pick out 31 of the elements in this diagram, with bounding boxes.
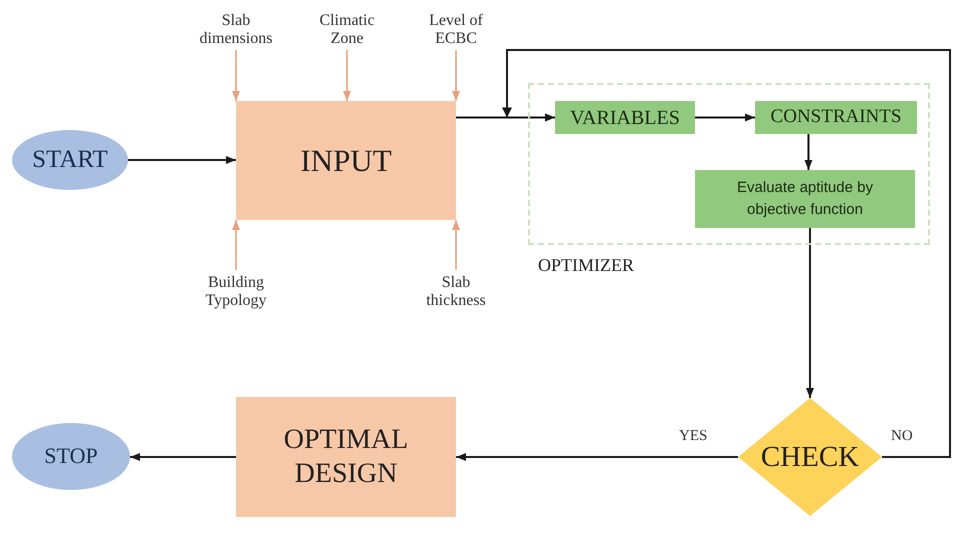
box-label: OPTIMAL DESIGN [282, 423, 410, 491]
step-box [755, 101, 917, 134]
step-label: Evaluate aptitude by objective function [736, 178, 874, 220]
arrow [806, 228, 814, 398]
parameter-label: Slab dimensions [186, 10, 286, 50]
decision-diamond [738, 398, 882, 516]
parameter-label: Building Typology [188, 270, 284, 314]
box-label: INPUT [300, 142, 392, 180]
terminal-label: STOP [44, 443, 98, 470]
step-box [695, 170, 915, 228]
process-box [236, 397, 456, 517]
terminal-label: START [32, 145, 108, 175]
step-label: VARIABLES [570, 106, 680, 130]
step-label: CONSTRAINTS [770, 106, 902, 129]
arrow [695, 114, 755, 122]
arrow [804, 134, 812, 170]
decision-label: CHECK [760, 440, 860, 474]
arrow [343, 50, 351, 101]
parameter-label: Climatic Zone [305, 10, 389, 50]
arrow [232, 220, 240, 270]
arrow [456, 453, 738, 461]
parameter-label: Level of ECBC [414, 10, 498, 50]
arrow [452, 220, 460, 270]
group-label: OPTIMIZER [538, 255, 634, 277]
arrow [130, 453, 236, 461]
parameter-label: Slab thickness [414, 270, 498, 314]
step-box [555, 101, 695, 134]
process-box [236, 101, 456, 220]
arrow [452, 50, 460, 101]
arrow [232, 50, 240, 101]
arrow [128, 156, 236, 164]
